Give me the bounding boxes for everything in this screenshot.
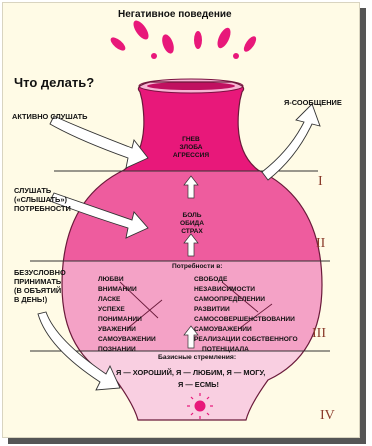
level-numeral-1: I	[318, 174, 323, 190]
label-hear: СЛУШАТЬ(«СЛЫШАТЬ»)ПОТРЕБНОСТИ	[14, 186, 71, 213]
question-heading: Что делать?	[14, 75, 94, 90]
level-numeral-3: III	[312, 326, 326, 342]
basic-line-2: Я — ЕСМЬ!	[178, 380, 219, 389]
level-numeral-4: IV	[320, 408, 335, 424]
basic-line-1: Я — ХОРОШИЙ, Я — ЛЮБИМ, Я — МОГУ,	[116, 368, 265, 377]
label-listen: АКТИВНО СЛУШАТЬ	[12, 112, 88, 121]
basic-title: Базисные стремления:	[158, 354, 236, 361]
diagram-title: Негативное поведение	[118, 9, 232, 20]
needs-title: Потребности в:	[172, 263, 222, 270]
splash-drops	[109, 18, 259, 59]
label-i-message: Я-СООБЩЕНИЕ	[284, 98, 342, 107]
level-numeral-2: II	[316, 236, 325, 252]
